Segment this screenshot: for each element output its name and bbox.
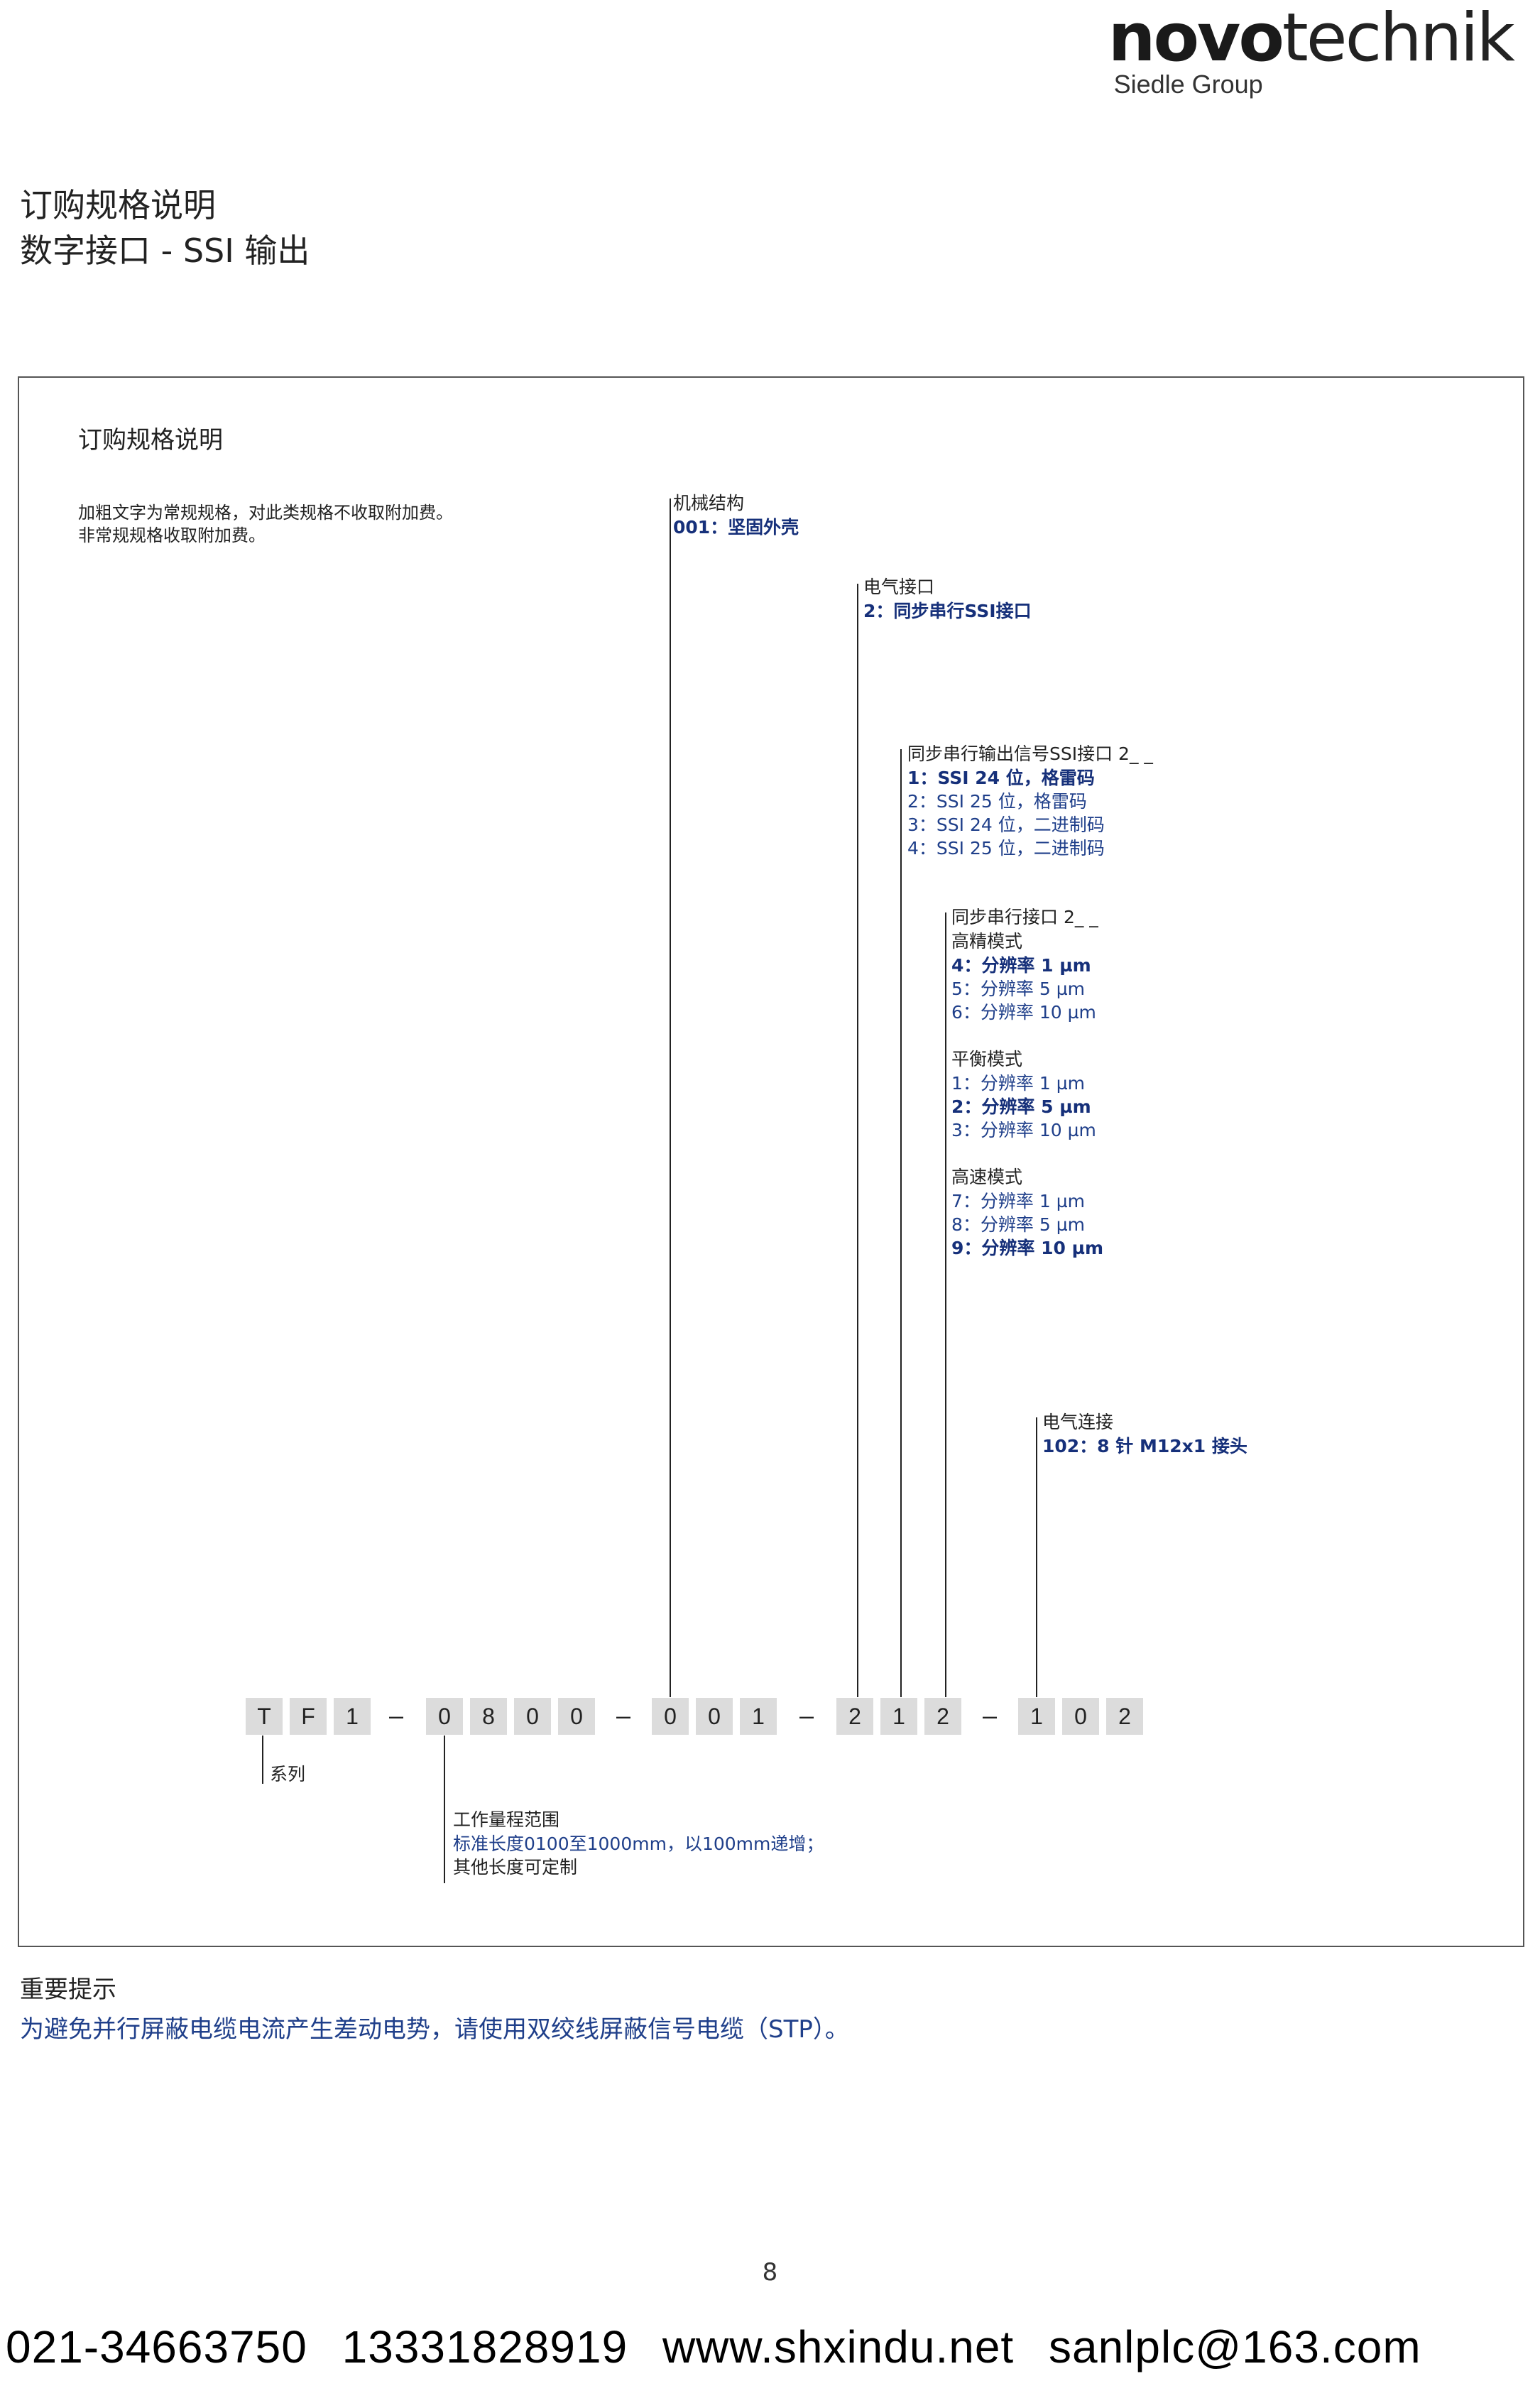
page-title-line2: 数字接口 - SSI 输出 xyxy=(20,231,310,270)
electrical-interface-label: 电气接口 xyxy=(863,577,935,597)
ssi-signal-option: 4：SSI 25 位，二进制码 xyxy=(907,838,1105,859)
logo-subtitle: Siedle Group xyxy=(1113,70,1263,99)
electrical-connection-leader-line xyxy=(1036,1417,1037,1697)
range-line1: 标准长度0100至1000mm，以100mm递增； xyxy=(453,1834,824,1854)
electrical-connection-block: 电气连接 102：8 针 M12x1 接头 xyxy=(1042,1410,1247,1458)
range-line2: 其他长度可定制 xyxy=(453,1857,578,1878)
ssi-signal-leader-line xyxy=(900,749,902,1697)
resolution-option: 2：分辨率 5 µm xyxy=(951,1096,1091,1117)
mechanical-leader-line xyxy=(670,498,671,1697)
box-heading: 订购规格说明 xyxy=(78,426,223,454)
code-separator: – xyxy=(982,1701,998,1730)
mechanical-label: 机械结构 xyxy=(673,493,745,513)
code-separator: – xyxy=(616,1701,631,1730)
series-label: 系列 xyxy=(270,1764,306,1785)
electrical-interface-leader-line xyxy=(857,584,858,1697)
code-cell: 1 xyxy=(334,1698,371,1735)
electrical-connection-label: 电气连接 xyxy=(1042,1412,1114,1432)
mechanical-option: 001：坚固外壳 xyxy=(673,517,799,538)
note-line2: 非常规规格收取附加费。 xyxy=(78,525,266,545)
page-title-line1: 订购规格说明 xyxy=(20,186,216,224)
ssi-interface-leader-line xyxy=(945,912,946,1697)
mode-name-high-speed: 高速模式 xyxy=(951,1167,1023,1187)
code-cell: 0 xyxy=(696,1698,733,1735)
range-label: 工作量程范围 xyxy=(453,1809,560,1830)
code-cell: 8 xyxy=(470,1698,507,1735)
logo-bold-part: novo xyxy=(1108,0,1284,77)
code-cell: 2 xyxy=(924,1698,961,1735)
ssi-interface-label: 同步串行接口 2_ _ xyxy=(951,907,1098,927)
code-cell: 1 xyxy=(1018,1698,1055,1735)
code-cell: 1 xyxy=(880,1698,917,1735)
electrical-interface-option: 2：同步串行SSI接口 xyxy=(863,601,1032,621)
range-leader-line xyxy=(444,1736,445,1883)
resolution-option: 3：分辨率 10 µm xyxy=(951,1120,1096,1140)
code-cell: T xyxy=(246,1698,283,1735)
code-cell: 0 xyxy=(514,1698,551,1735)
resolution-option: 5：分辨率 5 µm xyxy=(951,979,1085,999)
note-line1: 加粗文字为常规规格，对此类规格不收取附加费。 xyxy=(78,503,453,523)
ssi-signal-option: 2：SSI 25 位，格雷码 xyxy=(907,791,1087,812)
series-leader-line xyxy=(262,1736,263,1784)
code-cell: 0 xyxy=(426,1698,463,1735)
logo-light-part: technik xyxy=(1282,0,1515,77)
code-separator: – xyxy=(799,1701,814,1730)
code-cell: F xyxy=(290,1698,327,1735)
resolution-option: 4：分辨率 1 µm xyxy=(951,955,1091,976)
mode-name-high-precision: 高精模式 xyxy=(951,931,1023,952)
ordering-spec-frame xyxy=(18,376,1524,1947)
code-cell: 0 xyxy=(652,1698,689,1735)
page-number: 8 xyxy=(762,2258,778,2287)
resolution-option: 7：分辨率 1 µm xyxy=(951,1191,1085,1211)
electrical-interface-block: 电气接口 2：同步串行SSI接口 xyxy=(863,575,1032,623)
ssi-signal-label: 同步串行输出信号SSI接口 2_ _ xyxy=(907,743,1153,764)
code-cell: 1 xyxy=(740,1698,777,1735)
footer-contact: 021-34663750 13331828919 www.shxindu.net… xyxy=(6,2321,1421,2372)
important-text: 为避免并行屏蔽电缆电流产生差动电势，请使用双绞线屏蔽信号电缆（STP）。 xyxy=(20,2015,849,2044)
novotechnik-logo: novotechnik Siedle Group xyxy=(1108,4,1515,99)
resolution-option: 8：分辨率 5 µm xyxy=(951,1214,1085,1235)
code-cell: 2 xyxy=(836,1698,873,1735)
resolution-option: 1：分辨率 1 µm xyxy=(951,1073,1085,1094)
code-cell: 2 xyxy=(1106,1698,1143,1735)
code-separator: – xyxy=(388,1701,404,1730)
mode-name-balanced: 平衡模式 xyxy=(951,1049,1023,1069)
electrical-connection-option: 102：8 针 M12x1 接头 xyxy=(1042,1436,1247,1456)
ssi-signal-option: 1：SSI 24 位，格雷码 xyxy=(907,768,1095,788)
important-heading: 重要提示 xyxy=(20,1976,116,2004)
logo-wordmark: novotechnik xyxy=(1108,4,1515,72)
range-block: 工作量程范围 标准长度0100至1000mm，以100mm递增； 其他长度可定制 xyxy=(453,1808,824,1880)
mechanical-block: 机械结构 001：坚固外壳 xyxy=(673,491,799,539)
ssi-signal-block: 同步串行输出信号SSI接口 2_ _ 1：SSI 24 位，格雷码 2：SSI … xyxy=(907,742,1153,860)
code-cell: 0 xyxy=(1062,1698,1099,1735)
resolution-option: 9：分辨率 10 µm xyxy=(951,1238,1104,1258)
resolution-option: 6：分辨率 10 µm xyxy=(951,1002,1096,1023)
ssi-signal-option: 3：SSI 24 位，二进制码 xyxy=(907,814,1105,835)
ssi-interface-block: 同步串行接口 2_ _ 高精模式 4：分辨率 1 µm 5：分辨率 5 µm 6… xyxy=(951,905,1103,1260)
code-cell: 0 xyxy=(558,1698,595,1735)
